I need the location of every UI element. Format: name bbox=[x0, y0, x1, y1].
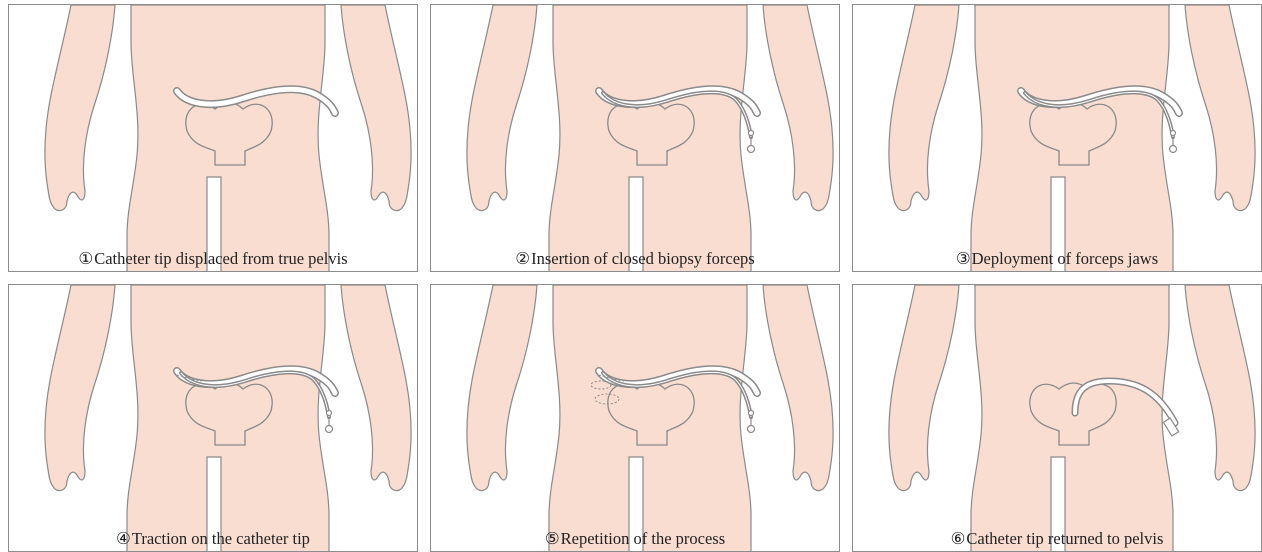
panel-1: ①Catheter tip displaced from true pelvis bbox=[8, 4, 418, 272]
forceps-ring-small bbox=[1171, 131, 1176, 136]
caption-5: ⑤Repetition of the process bbox=[431, 529, 839, 549]
panel-3: ③Deployment of forceps jaws bbox=[852, 4, 1262, 272]
left-arm bbox=[467, 285, 537, 491]
forceps-ring-small bbox=[749, 411, 754, 416]
forceps-ring-small bbox=[749, 131, 754, 136]
illustration-2 bbox=[431, 5, 840, 272]
caption-4: ④Traction on the catheter tip bbox=[9, 529, 417, 549]
left-arm bbox=[45, 285, 115, 491]
illustration-5 bbox=[431, 285, 840, 552]
forceps-ring bbox=[1170, 146, 1177, 153]
caption-2: ②Insertion of closed biopsy forceps bbox=[431, 249, 839, 269]
illustration-4 bbox=[9, 285, 418, 552]
left-arm bbox=[889, 285, 959, 491]
illustration-1 bbox=[9, 5, 418, 272]
left-arm bbox=[467, 5, 537, 211]
forceps-ring bbox=[748, 146, 755, 153]
right-arm bbox=[341, 5, 411, 211]
forceps-ring bbox=[748, 426, 755, 433]
caption-3: ③Deployment of forceps jaws bbox=[853, 249, 1261, 269]
caption-1: ①Catheter tip displaced from true pelvis bbox=[9, 249, 417, 269]
left-arm bbox=[889, 5, 959, 211]
panel-4: ④Traction on the catheter tip bbox=[8, 284, 418, 552]
forceps-ring-small bbox=[327, 411, 332, 416]
panel-6: ⑥Catheter tip returned to pelvis bbox=[852, 284, 1262, 552]
right-arm bbox=[1185, 285, 1255, 491]
illustration-3 bbox=[853, 5, 1262, 272]
forceps-ring bbox=[326, 426, 333, 433]
illustration-6 bbox=[853, 285, 1262, 552]
panel-5: ⑤Repetition of the process bbox=[430, 284, 840, 552]
right-arm bbox=[763, 285, 833, 491]
caption-6: ⑥Catheter tip returned to pelvis bbox=[853, 529, 1261, 549]
right-arm bbox=[1185, 5, 1255, 211]
right-arm bbox=[341, 285, 411, 491]
panel-2: ②Insertion of closed biopsy forceps bbox=[430, 4, 840, 272]
right-arm bbox=[763, 5, 833, 211]
left-arm bbox=[45, 5, 115, 211]
